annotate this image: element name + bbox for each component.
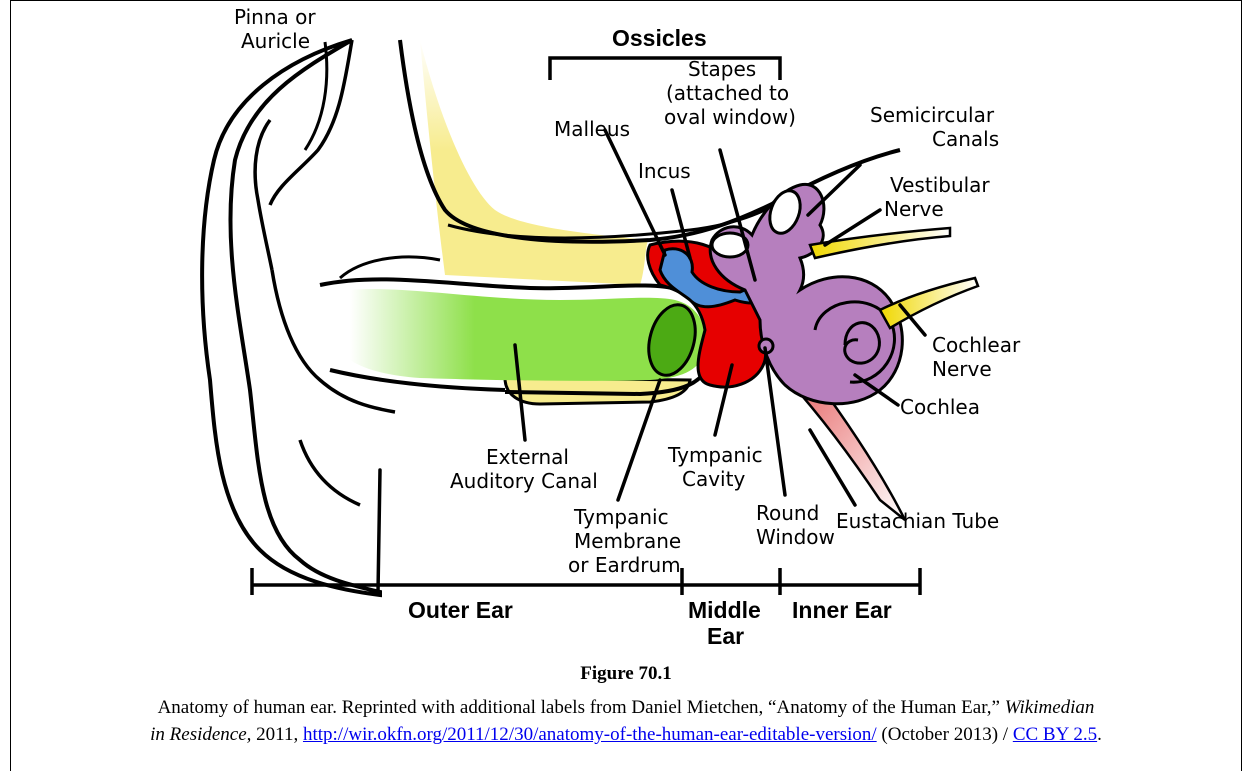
source-link[interactable]: http://wir.okfn.org/2011/12/30/anatomy-o… — [303, 724, 877, 745]
caption-line-1: Anatomy of human ear. Reprinted with add… — [0, 697, 1252, 719]
temporal-bone-upper — [420, 40, 648, 285]
caption-text-4: . — [1097, 724, 1102, 745]
label-ossicles: Ossicles — [612, 25, 707, 51]
caption-text-3: (October 2013) / — [877, 724, 1013, 745]
label-eustachian: Eustachian Tube — [836, 509, 999, 533]
figure-title: Figure 70.1 — [0, 663, 1252, 685]
caption-text-2: 2011, — [251, 724, 303, 745]
label-outer-ear: Outer Ear — [408, 597, 513, 623]
cochlear-nerve — [880, 278, 978, 328]
label-inner-ear: Inner Ear — [792, 597, 892, 623]
caption-italic-1: Wikimedian — [1005, 697, 1095, 718]
license-link[interactable]: CC BY 2.5 — [1013, 724, 1097, 745]
label-cochlea: Cochlea — [900, 395, 980, 419]
label-malleus: Malleus — [554, 117, 630, 141]
label-incus: Incus — [638, 159, 691, 183]
caption-italic-2: in Residence, — [150, 724, 251, 745]
caption-text-1: Anatomy of human ear. Reprinted with add… — [158, 697, 1000, 718]
caption-line-2: in Residence, 2011, http://wir.okfn.org/… — [0, 724, 1252, 746]
